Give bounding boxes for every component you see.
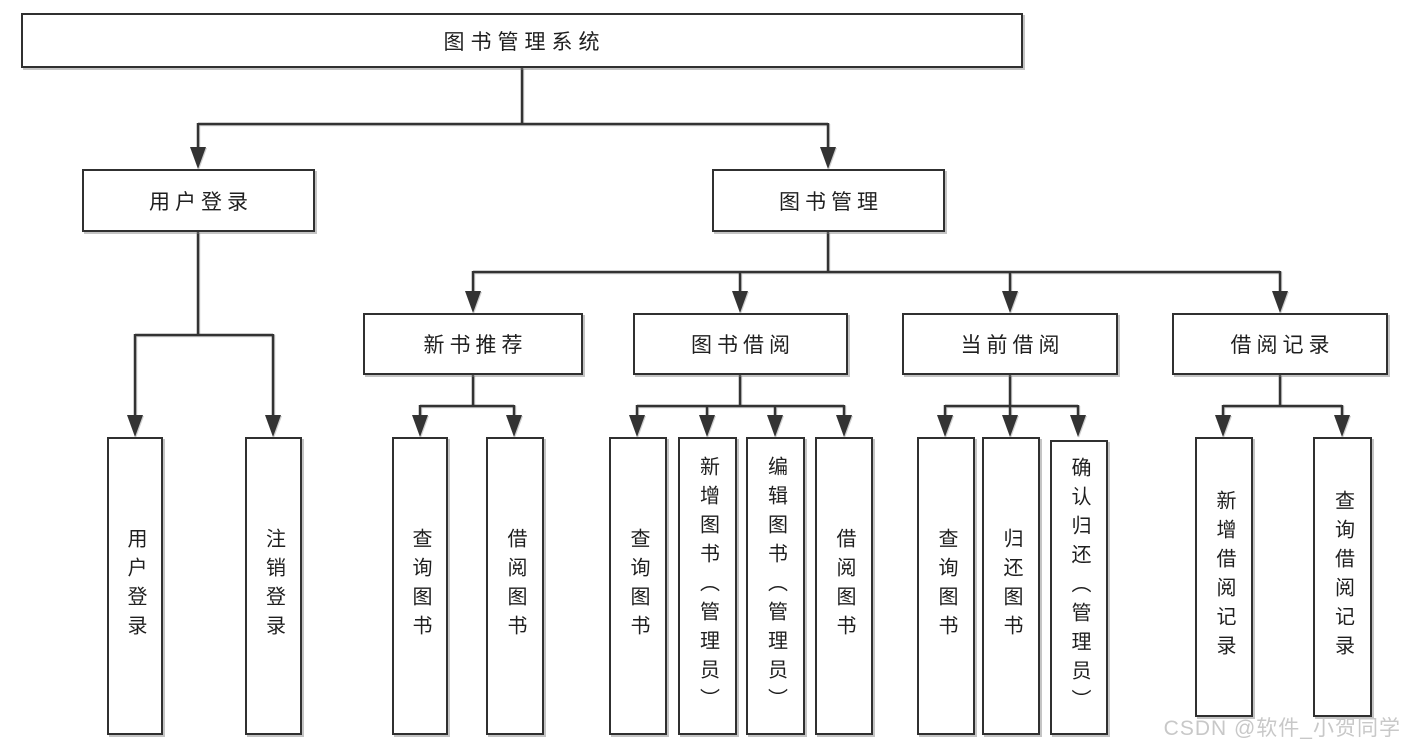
arrowhead-icon	[937, 415, 953, 437]
node-leaf-user-login: 用户登录	[107, 437, 163, 735]
node-leaf-borrow-books-2: 借阅图书	[815, 437, 873, 735]
arrowhead-icon	[1002, 291, 1018, 313]
node-library-management-system: 图书管理系统	[21, 13, 1023, 68]
node-leaf-add-books-admin: 新增图书（管理员）	[678, 437, 737, 735]
arrowhead-icon	[506, 415, 522, 437]
arrowhead-icon	[820, 147, 836, 169]
node-leaf-query-books-3: 查询图书	[917, 437, 975, 735]
arrowhead-icon	[1002, 415, 1018, 437]
node-leaf-return-books: 归还图书	[982, 437, 1040, 735]
node-leaf-query-borrow-record: 查询借阅记录	[1313, 437, 1372, 717]
node-new-book-recommend: 新书推荐	[363, 313, 583, 375]
arrowhead-icon	[767, 415, 783, 437]
arrowhead-icon	[127, 415, 143, 437]
node-leaf-query-books-1: 查询图书	[392, 437, 448, 735]
arrowhead-icon	[699, 415, 715, 437]
arrowhead-icon	[1215, 415, 1231, 437]
node-user-login: 用户登录	[82, 169, 315, 232]
node-leaf-confirm-return-admin: 确认归还（管理员）	[1050, 440, 1108, 735]
arrowhead-icon	[1334, 415, 1350, 437]
node-leaf-edit-books-admin: 编辑图书（管理员）	[746, 437, 805, 735]
arrowhead-icon	[412, 415, 428, 437]
connector-lines	[133, 68, 1344, 419]
arrowhead-icon	[265, 415, 281, 437]
node-book-borrow: 图书借阅	[633, 313, 848, 375]
node-leaf-logout: 注销登录	[245, 437, 302, 735]
arrowhead-icon	[1070, 415, 1086, 437]
csdn-watermark: CSDN @软件_小贺同学	[1163, 717, 1401, 740]
arrowhead-icon	[190, 147, 206, 169]
node-leaf-add-borrow-record: 新增借阅记录	[1195, 437, 1253, 717]
arrowhead-icon	[836, 415, 852, 437]
node-current-borrow: 当前借阅	[902, 313, 1118, 375]
node-leaf-query-books-2: 查询图书	[609, 437, 667, 735]
arrowhead-icon	[1272, 291, 1288, 313]
node-book-management: 图书管理	[712, 169, 945, 232]
node-borrow-records: 借阅记录	[1172, 313, 1388, 375]
arrowhead-icon	[629, 415, 645, 437]
node-leaf-borrow-books-1: 借阅图书	[486, 437, 544, 735]
arrowhead-icon	[465, 291, 481, 313]
arrowhead-group	[127, 147, 1350, 437]
arrowhead-icon	[732, 291, 748, 313]
